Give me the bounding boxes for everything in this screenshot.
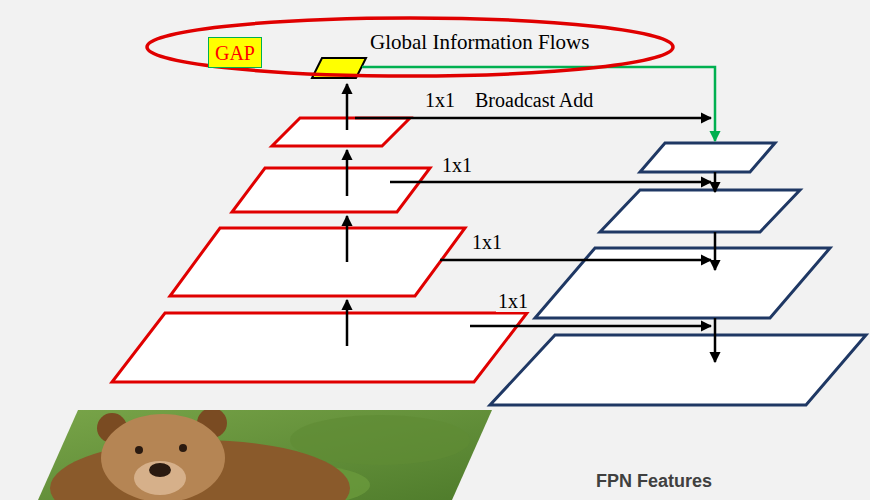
label-text: 1x1 <box>496 290 530 312</box>
backbone-level <box>272 118 410 146</box>
conv-label: 1x1 <box>470 231 504 254</box>
backbone-level <box>170 228 465 296</box>
label-text: 1x1 <box>423 89 457 111</box>
top-down-arrows <box>714 172 717 362</box>
global-flow-arrow <box>362 67 715 141</box>
bear-photo <box>30 405 500 500</box>
backbone-level <box>232 168 430 212</box>
lateral-arrow <box>470 325 711 328</box>
node-text: Global Information Flows <box>370 31 589 54</box>
up-arrow <box>346 300 349 346</box>
up-arrow <box>346 216 349 262</box>
conv-label: 1x1 <box>440 154 474 177</box>
down-arrow <box>714 318 717 362</box>
label-text: 1x1 <box>440 154 474 176</box>
conv-label: 1x1 <box>423 89 457 112</box>
highlight-ellipse: Global Information Flows GAP <box>145 16 675 78</box>
lateral-arrows <box>355 118 711 326</box>
lateral-arrow <box>355 117 711 120</box>
operation-label: Broadcast Add <box>473 89 595 112</box>
ellipse-shape <box>147 18 673 76</box>
down-arrow <box>714 172 717 192</box>
figure-caption-label: FPN Features <box>594 471 714 492</box>
lateral-arrow <box>390 181 711 184</box>
fpn-level <box>640 143 775 172</box>
backbone-level <box>112 313 527 382</box>
gap-box: GAP <box>208 37 262 68</box>
fpn-level <box>600 190 800 232</box>
label-text: 1x1 <box>470 231 504 253</box>
fpn-level <box>490 335 866 405</box>
fpn-level <box>535 248 830 318</box>
bottom-up-arrows <box>346 84 349 346</box>
label-text: FPN Features <box>594 471 714 491</box>
conv-label: 1x1 <box>496 290 530 313</box>
lateral-arrow <box>440 259 711 262</box>
node-text: GAP <box>215 42 255 64</box>
up-arrow <box>346 150 349 196</box>
down-arrow <box>714 232 717 270</box>
label-text: Broadcast Add <box>473 89 595 111</box>
up-arrow <box>346 84 349 130</box>
backbone-feature <box>112 118 527 382</box>
